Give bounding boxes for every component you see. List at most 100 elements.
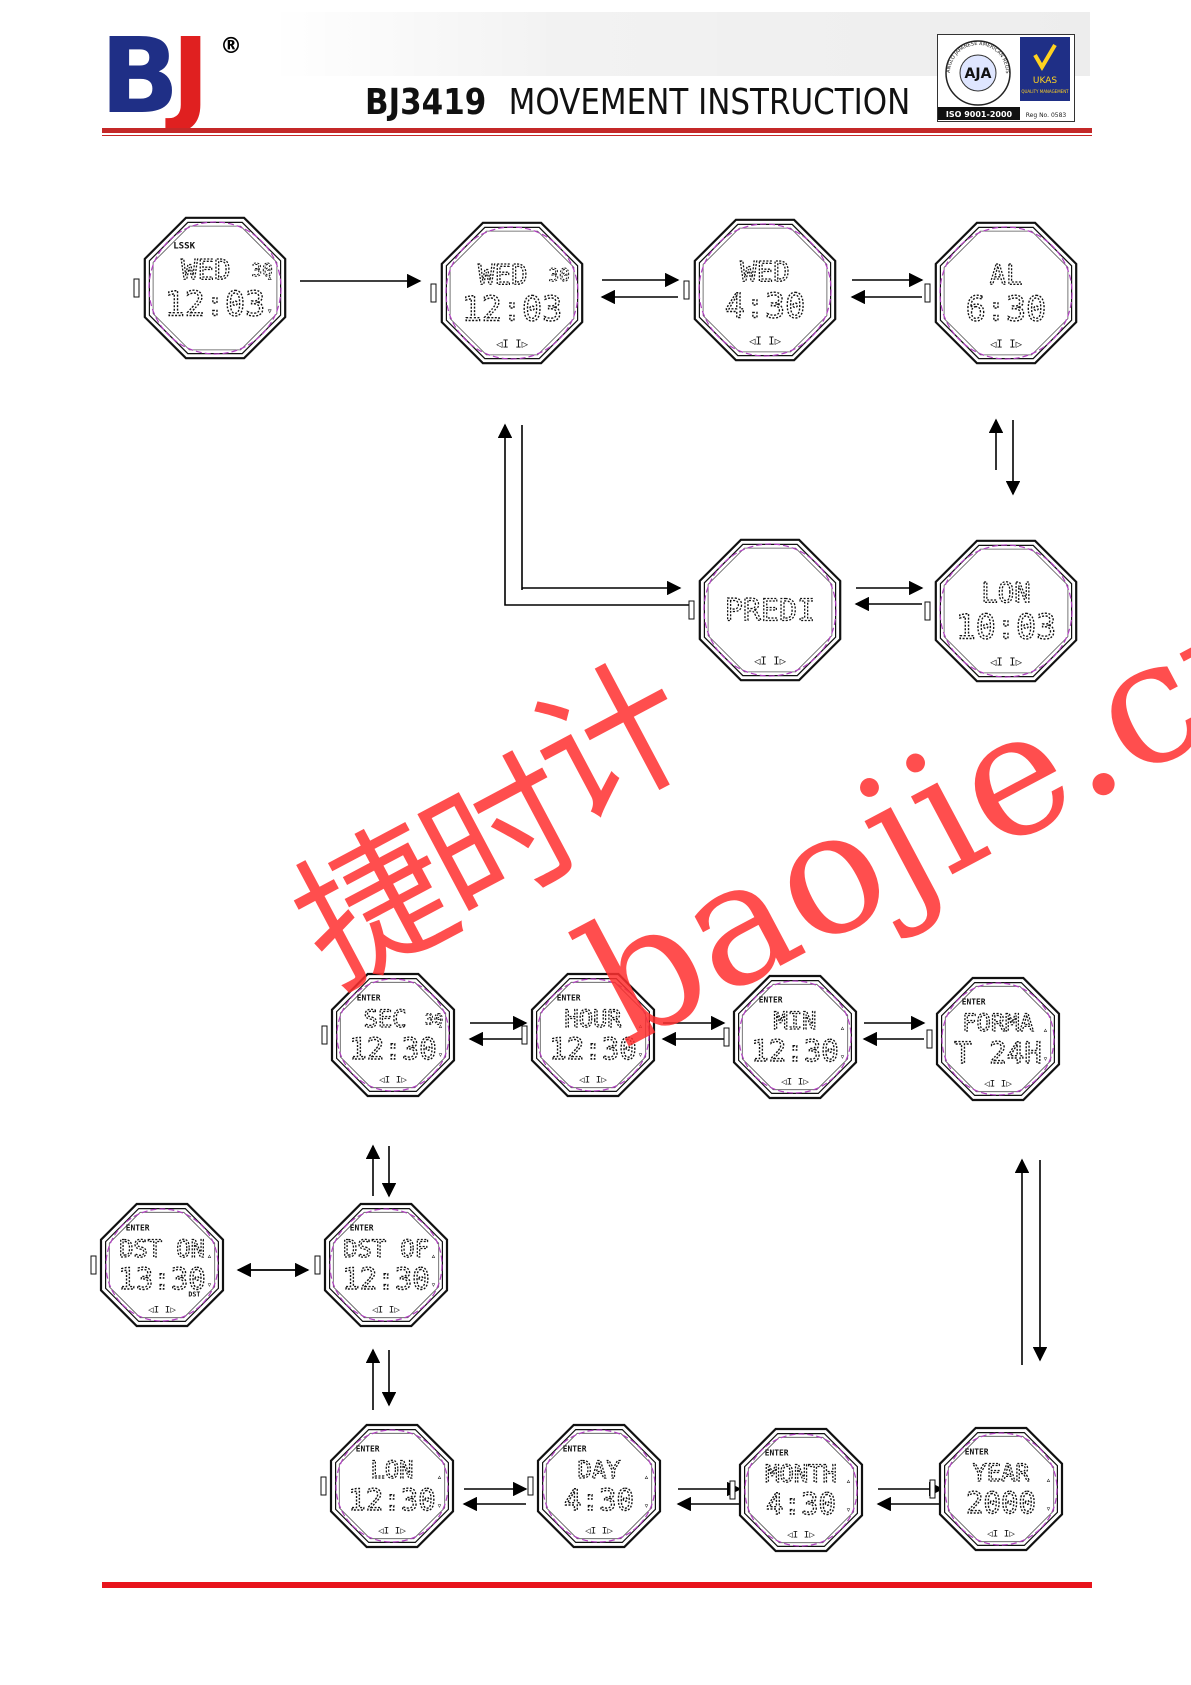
dial-line-1: FORMA — [962, 1009, 1034, 1037]
crown-button — [521, 1025, 528, 1045]
dial-guide-circle — [335, 1429, 449, 1543]
dial-date-number: 30 — [548, 265, 569, 286]
watch-case-inner — [940, 981, 1056, 1097]
watch-case-inner — [336, 977, 450, 1093]
crown-button — [90, 1255, 97, 1275]
ukas-label: UKAS — [1033, 76, 1057, 86]
dial-top-label: ENTER — [350, 1224, 374, 1233]
dial-top-label: ENTER — [563, 1445, 587, 1454]
dial-guide-circle — [542, 1429, 656, 1543]
dial-line-2: 12:30 — [348, 1483, 435, 1517]
dial-guide-circle — [939, 226, 1073, 360]
dial-up-icon: ▵ — [846, 1476, 851, 1486]
crown-button — [527, 1476, 534, 1496]
dial-down-icon: ▿ — [846, 1505, 851, 1515]
dial-guide-circle — [329, 1208, 443, 1322]
dial-top-label: ENTER — [357, 994, 381, 1003]
dial-nav-icons: ◁I I▷ — [781, 1077, 809, 1088]
footer-rule — [102, 1582, 1092, 1588]
watch-face: AL6:30◁I I▷ — [924, 221, 1078, 365]
watch-case-outer — [935, 976, 1061, 1102]
dial-line-2: 4:30 — [725, 286, 806, 325]
dial-line-2: T 24H — [954, 1036, 1041, 1070]
dial-down-icon: ▿ — [840, 1052, 845, 1062]
watch-bezel — [539, 981, 647, 1089]
watch-case-inner — [329, 1207, 443, 1323]
watch-case-outer — [938, 1426, 1064, 1552]
iso-strip — [938, 107, 1020, 120]
dial-line-1: DAY — [578, 1456, 621, 1484]
crown-button — [924, 283, 931, 303]
dial-nav-icons: ◁I I▷ — [378, 1526, 406, 1537]
dial-line-1: LON — [371, 1456, 414, 1484]
dial-line-1: PREDI — [725, 594, 816, 629]
dial-nav-icons: ◁I I▷ — [787, 1530, 815, 1541]
watch-case-outer — [323, 1202, 449, 1328]
dial-line-1: DST OF — [343, 1235, 429, 1263]
dial-guide-circle — [944, 1432, 1058, 1546]
header-rule-thin — [102, 135, 1092, 136]
dial-nav-icons: ◁I I▷ — [496, 338, 529, 351]
dial-date-number: 30 — [425, 1010, 444, 1028]
dial-guide-circle — [744, 1433, 858, 1547]
dial-line-2: 12:30 — [751, 1034, 838, 1068]
dial-nav-icons: ◁I I▷ — [372, 1305, 400, 1316]
dial-up-icon: ▵ — [840, 1023, 845, 1033]
dial-line-2: 4:30 — [564, 1483, 634, 1517]
aja-seal-label: AJA — [965, 66, 992, 82]
dial-line-2: 13:30 — [118, 1262, 205, 1296]
dial-line-1: WED — [181, 255, 230, 286]
crown-button — [683, 280, 690, 300]
watch-case-outer — [698, 538, 842, 682]
dial-down-icon: ▿ — [438, 1050, 443, 1060]
crown-button — [133, 278, 140, 298]
header-rule — [102, 128, 1092, 133]
watch-bezel — [339, 981, 447, 1089]
dial-down-icon: ▿ — [638, 1050, 643, 1060]
crown-button — [314, 1255, 321, 1275]
dial-line-1: AL — [990, 260, 1023, 291]
watch-case-outer — [934, 221, 1078, 365]
dial-line-2: 4:30 — [766, 1487, 836, 1521]
dial-top-label: ENTER — [765, 1449, 789, 1458]
dial-top-label: ENTER — [962, 998, 986, 1007]
registered-mark: ® — [220, 34, 242, 59]
dial-line-1: WED — [740, 257, 789, 288]
dial-down-icon: ▿ — [437, 1501, 442, 1511]
watch-bezel — [707, 547, 833, 673]
watch-bezel — [338, 1432, 446, 1540]
aja-seal-inner — [959, 54, 997, 92]
dial-line-2: 12:03 — [165, 284, 266, 323]
title-text: MOVEMENT INSTRUCTION — [508, 82, 911, 123]
iso-label: ISO 9001-2000 — [946, 110, 1013, 119]
watch-case-inner — [743, 1432, 859, 1548]
dial-guide-circle — [336, 978, 450, 1092]
dial-down-icon: ▿ — [207, 1280, 212, 1290]
dial-line-2: 6:30 — [966, 289, 1047, 328]
dial-up-icon: ▵ — [638, 1021, 643, 1031]
dial-line-2: 2000 — [966, 1486, 1036, 1520]
watch-case-outer — [330, 972, 456, 1098]
crown-button — [924, 601, 931, 621]
watch-bezel — [545, 1432, 653, 1540]
watch-bezel — [449, 230, 575, 356]
watch-bezel — [152, 225, 278, 351]
dial-line-1: WED — [478, 260, 527, 291]
watch-bezel — [943, 548, 1069, 674]
dial-dst-indicator: DST — [188, 1291, 200, 1299]
dial-line-1: LON — [981, 578, 1030, 609]
dial-date-number: 30 — [251, 260, 272, 281]
watch-case-inner — [335, 1428, 449, 1544]
dial-top-label: ENTER — [965, 1448, 989, 1457]
dial-up-icon: ▵ — [431, 1251, 436, 1261]
dial-top-label: ENTER — [557, 994, 581, 1003]
watch-bezel — [702, 227, 828, 353]
watch-case-inner — [541, 1428, 657, 1544]
